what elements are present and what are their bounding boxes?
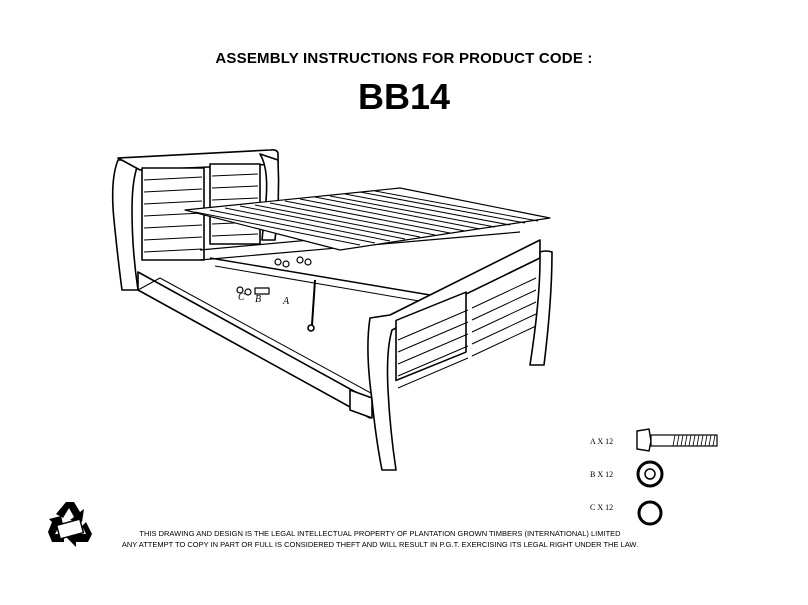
recycle-icon: [48, 502, 92, 547]
callout-b: B: [255, 294, 261, 305]
footboard: [367, 239, 541, 471]
bed-assembly-drawing: C B A: [111, 149, 553, 471]
side-rail: [137, 271, 371, 419]
assembly-title: ASSEMBLY INSTRUCTIONS FOR PRODUCT CODE :: [215, 50, 593, 67]
bolt-icon: [636, 428, 718, 452]
callout-a: A: [282, 296, 290, 307]
legal-notice: THIS DRAWING AND DESIGN IS THE LEGAL INT…: [100, 528, 660, 550]
hardware-label-a: A X 12: [590, 437, 614, 446]
hardware-label-b: B X 12: [590, 470, 614, 479]
bed-slats: [184, 187, 551, 251]
product-code: BB14: [357, 76, 451, 117]
spring-washer-icon: [637, 500, 663, 526]
legal-line-2: ANY ATTEMPT TO COPY IN PART OR FULL IS C…: [121, 540, 639, 549]
hardware-list: A X 12 B X 12 C X 12: [590, 415, 740, 535]
callout-c: C: [238, 292, 245, 303]
hardware-label-c: C X 12: [590, 503, 614, 512]
washer-icon: [636, 460, 664, 488]
headboard-post: [111, 159, 141, 291]
legal-line-1: THIS DRAWING AND DESIGN IS THE LEGAL INT…: [139, 529, 621, 538]
